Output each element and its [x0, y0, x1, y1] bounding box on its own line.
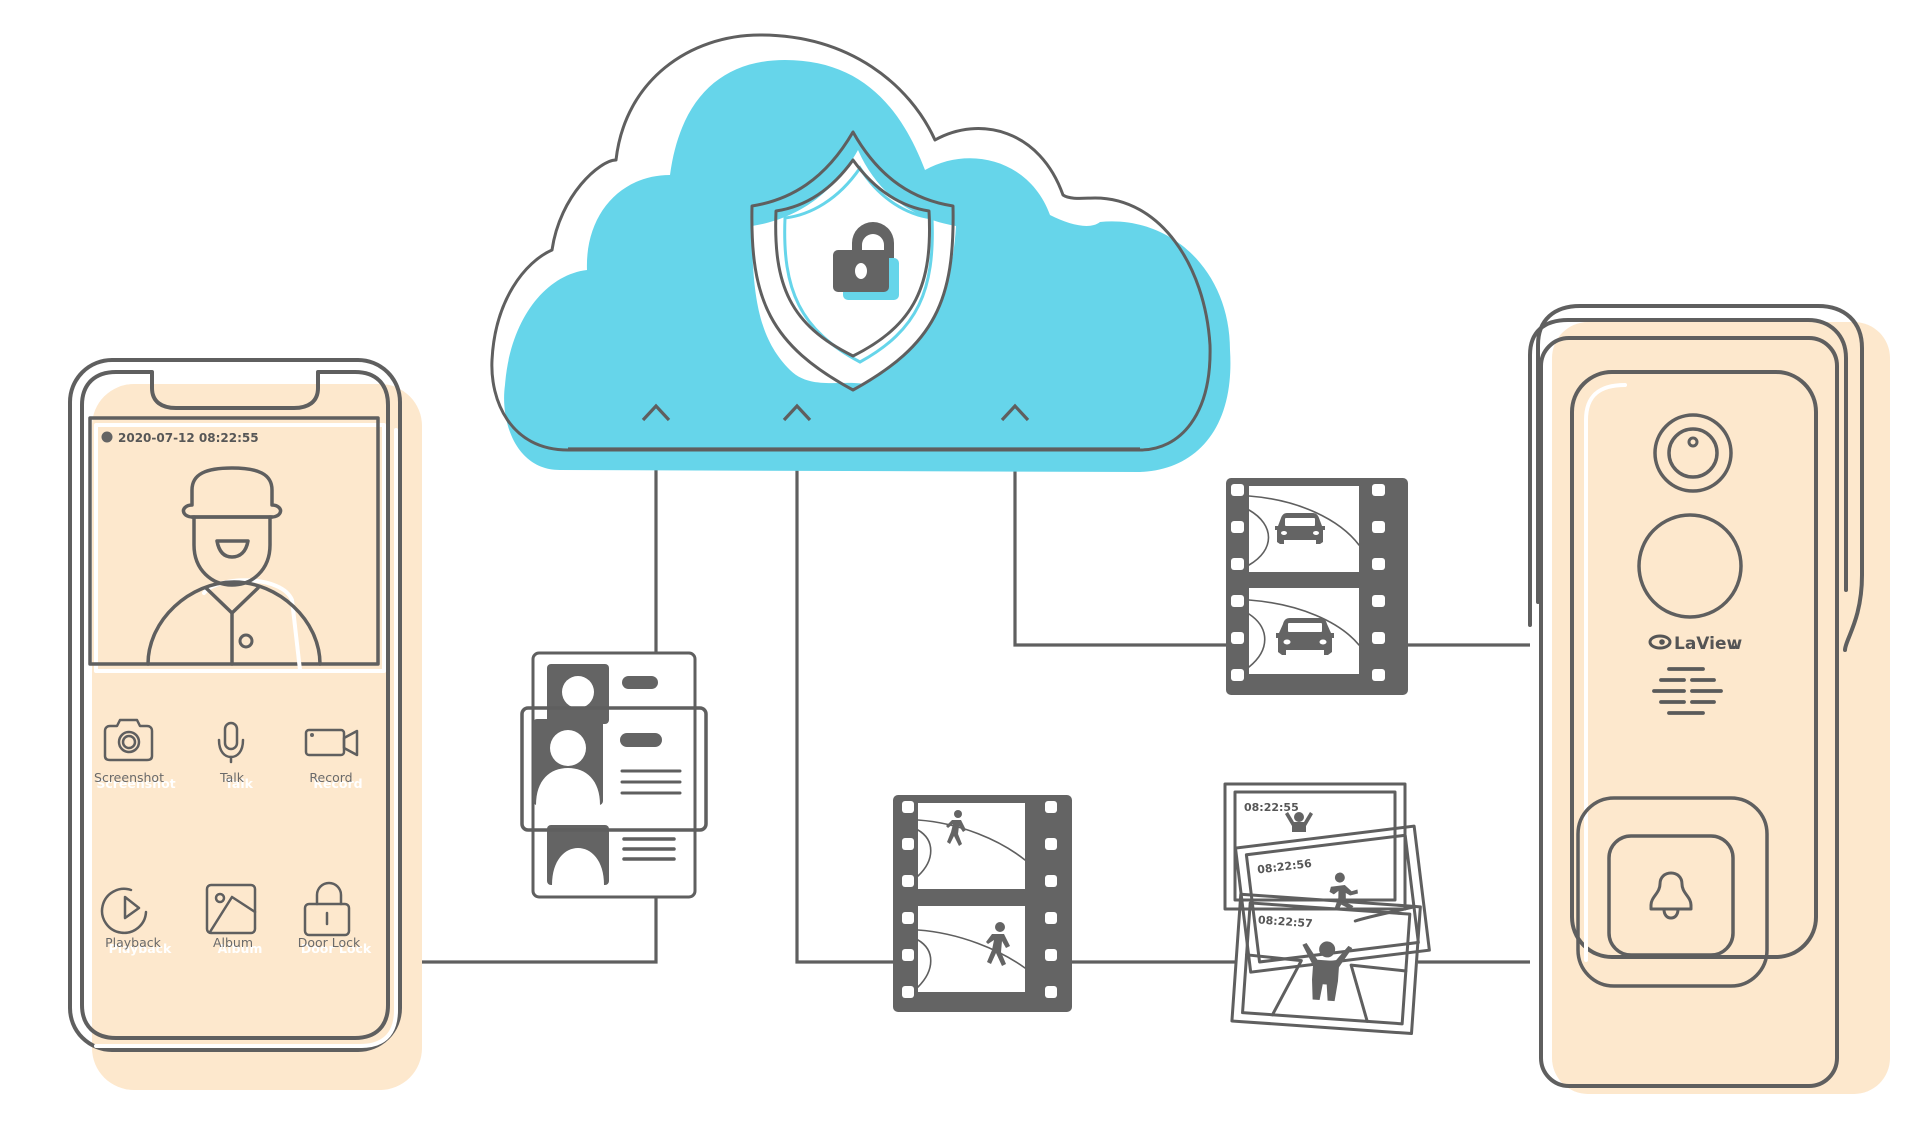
- cloud-outline: [490, 33, 1212, 452]
- label-shadow: Talk: [225, 776, 254, 791]
- connector-film-cloud: [795, 408, 893, 964]
- running-person-icon: [1329, 872, 1358, 910]
- padlock-icon: [303, 881, 351, 937]
- id-card-icon: [531, 651, 697, 899]
- waving-person-icon: [1285, 812, 1313, 832]
- label-shadow: Screenshot: [96, 776, 175, 791]
- label-shadow: Record: [313, 776, 362, 791]
- phone-outer-frame: [68, 358, 402, 1052]
- upload-arrow: [782, 403, 812, 422]
- upload-arrow: [1000, 403, 1030, 422]
- doorbell-middle-shell: [1528, 318, 1848, 627]
- brand-name: LaView: [1674, 634, 1743, 654]
- album-icon: [205, 883, 257, 935]
- camera-lens-icon: [1653, 413, 1733, 493]
- doorbell-shadow-fill: [1552, 322, 1890, 1094]
- label-screenshot: Screenshot: [94, 770, 164, 785]
- car-icon: [1276, 618, 1334, 655]
- shield-lock-icon: [750, 130, 956, 392]
- label-shadow: Album: [218, 941, 263, 956]
- video-doorbell: LaView .: [1528, 304, 1890, 1094]
- label-talk: Talk: [219, 770, 245, 785]
- video-camera-icon: [304, 728, 359, 757]
- connector-lines: [400, 408, 1530, 964]
- playback-icon: [100, 887, 148, 935]
- bell-icon: [1649, 871, 1693, 920]
- label-shadow: Playback: [109, 941, 172, 956]
- film-strip-people: [893, 795, 1072, 1012]
- label-playback: Playback: [105, 935, 162, 950]
- doorbell-face: [1570, 370, 1818, 959]
- snapshot-photo: 08:22:57: [1230, 892, 1422, 1036]
- snapshot-timestamp: 08:22:56: [1257, 857, 1313, 877]
- visitor-avatar-icon: [146, 466, 322, 672]
- label-album: Album: [213, 935, 253, 950]
- snapshot-timestamp: 08:22:57: [1258, 914, 1314, 931]
- car-icon: [1275, 513, 1325, 544]
- video-timestamp: 2020-07-12 08:22:55: [118, 431, 259, 445]
- connector-carfilm-cloud: [1013, 408, 1226, 647]
- camera-icon: [103, 718, 154, 762]
- app-button-screenshot[interactable]: Screenshot Screenshot: [94, 718, 176, 791]
- video-feed: 2020-07-12 08:22:55: [88, 416, 386, 673]
- doorbell-outer-shell: [1536, 304, 1864, 652]
- microphone-icon: [217, 721, 245, 764]
- label-door-lock: Door Lock: [298, 935, 361, 950]
- phone-inner-frame: [80, 370, 390, 1040]
- label-shadow: Door Lock: [301, 941, 372, 956]
- phone-shadow-fill: [92, 384, 422, 1090]
- snapshot-timestamp: 08:22:55: [1244, 801, 1299, 814]
- film-frame: [918, 906, 1025, 992]
- brand-suffix: .: [1731, 634, 1737, 654]
- eye-logo-icon: [1648, 634, 1672, 650]
- app-button-album[interactable]: Album Album: [205, 883, 263, 956]
- walking-person-icon: [946, 810, 966, 846]
- doorbell-body: [1539, 336, 1839, 1088]
- cheering-person-icon: [1302, 941, 1353, 1002]
- film-sprocket-holes: [902, 801, 1057, 998]
- doorbell-button[interactable]: [1576, 796, 1769, 988]
- smartphone: 2020-07-12 08:22:55 Screenshot: [68, 358, 422, 1090]
- film-sprocket-holes: [1231, 484, 1385, 681]
- phone-highlight: [94, 428, 398, 1048]
- app-button-playback[interactable]: Playback Playback: [100, 887, 172, 956]
- cloud: [490, 33, 1231, 472]
- connector-phone-idcards: [400, 897, 658, 964]
- motion-sensor: [1637, 513, 1743, 619]
- app-button-record[interactable]: Record Record: [304, 728, 363, 791]
- film-frame: [918, 803, 1025, 889]
- app-button-door-lock[interactable]: Door Lock Door Lock: [298, 881, 372, 956]
- film-strip-cars: [1226, 478, 1408, 695]
- id-cards-stack: [520, 651, 708, 899]
- brand-logo: LaView .: [1648, 634, 1743, 654]
- speaker-grille: [1652, 667, 1723, 715]
- snapshot-photos: 08:22:55 08:22:56 08:22:57: [1223, 782, 1431, 1036]
- upload-arrow: [641, 403, 671, 422]
- walking-person-icon: [986, 922, 1010, 966]
- recording-dot-icon: [101, 431, 113, 443]
- label-record: Record: [309, 770, 352, 785]
- app-button-talk[interactable]: Talk Talk: [217, 721, 254, 791]
- id-card-icon: [520, 706, 708, 832]
